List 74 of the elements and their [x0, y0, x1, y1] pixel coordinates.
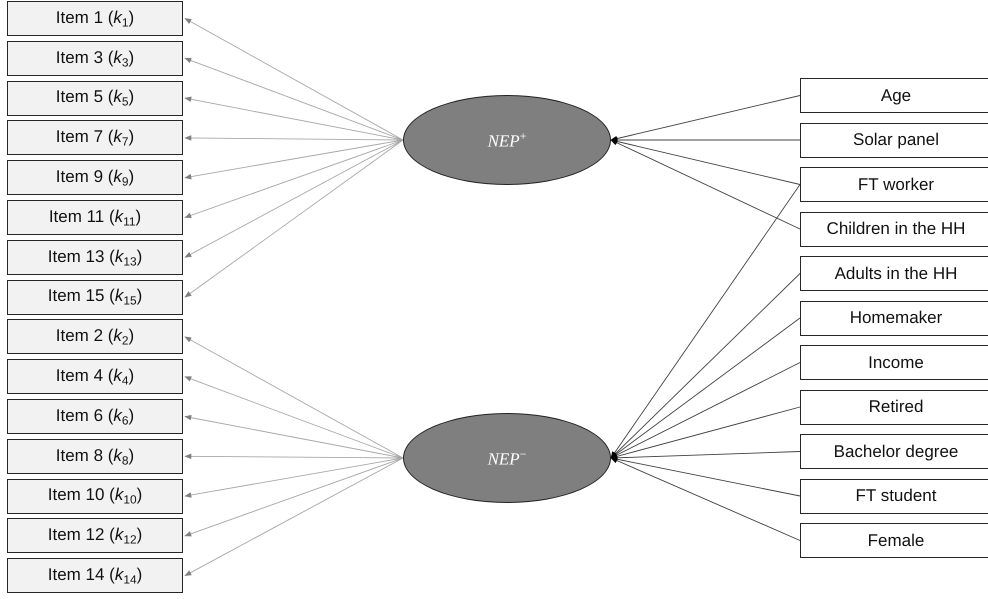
item-label: Retired	[868, 397, 924, 417]
variable-box	[7, 280, 183, 315]
item-label: Item 12 (k$_{12}$)	[48, 525, 142, 547]
item-label: Item 1 (k$_{1}$)	[56, 8, 134, 30]
arrow	[184, 458, 404, 536]
arrow	[184, 18, 404, 140]
item-label: Item 6 (k$_{6}$)	[56, 406, 134, 428]
arrow	[610, 95, 800, 142]
item-label: Item 3 (k$_{3}$)	[56, 48, 134, 70]
variable-box	[800, 78, 988, 113]
item-label: Age	[880, 86, 912, 106]
variable-box	[800, 167, 988, 202]
arrow	[184, 458, 404, 498]
arrow	[184, 140, 404, 218]
item-label: FT student	[856, 486, 936, 506]
item-label: Item 7 (k$_{7}$)	[56, 127, 134, 149]
arrow	[610, 137, 800, 143]
arrow	[184, 140, 404, 298]
variable-box	[7, 160, 183, 196]
item-label: Income	[868, 352, 924, 372]
arrow	[184, 414, 404, 458]
item-label: Item 5 (k$_{5}$)	[56, 87, 134, 109]
variable-box	[800, 212, 988, 246]
arrow	[184, 140, 404, 180]
item-label: Bachelor degree	[834, 442, 958, 462]
item-label: Children in the HH	[826, 219, 966, 239]
variable-box	[7, 40, 183, 76]
arrow	[610, 184, 800, 459]
variable-box	[7, 438, 183, 474]
item-label: Item 9 (k$_{9}$)	[56, 166, 134, 188]
variable-box	[800, 478, 988, 514]
variable-box	[7, 359, 183, 394]
item-label: Item 8 (k$_{8}$)	[56, 446, 134, 468]
arrow	[184, 140, 404, 258]
variable-box	[800, 122, 988, 158]
variable-box	[7, 240, 183, 275]
item-label: Item 4 (k$_{4}$)	[56, 366, 134, 388]
variable-box	[7, 478, 183, 514]
item-label: Item 10 (k$_{10}$)	[48, 485, 142, 507]
item-label: Item 13 (k$_{13}$)	[48, 246, 142, 268]
variable-box	[7, 518, 183, 554]
item-label: Adults in the HH	[834, 264, 958, 284]
factor-label: NEP$^{−}$	[488, 446, 526, 470]
variable-box	[7, 80, 183, 116]
variable-box	[800, 300, 988, 336]
variable-box	[7, 120, 183, 156]
variable-box	[7, 1, 183, 36]
variable-box	[800, 390, 988, 424]
item-label: Item 2 (k$_{2}$)	[56, 326, 134, 348]
variable-box	[7, 200, 183, 235]
variable-box	[7, 558, 183, 594]
item-label: Item 11 (k$_{11}$)	[48, 206, 142, 228]
arrow	[610, 140, 800, 230]
arrow	[610, 273, 800, 458]
item-label: FT worker	[858, 174, 934, 194]
variable-box	[7, 319, 183, 354]
variable-box	[800, 434, 988, 469]
variable-box	[800, 523, 988, 558]
item-label: Item 14 (k$_{14}$)	[48, 564, 142, 586]
variable-box	[7, 399, 183, 434]
variable-box	[800, 256, 988, 291]
factor-label: NEP$^{+}$	[488, 128, 526, 152]
arrow	[184, 336, 404, 458]
item-label: Solar panel	[852, 130, 939, 150]
arrow	[184, 458, 404, 576]
arrow	[184, 58, 404, 140]
arrow	[610, 458, 800, 541]
item-label: Homemaker	[850, 308, 942, 328]
item-label: Female	[868, 530, 924, 550]
variable-box	[800, 345, 988, 380]
arrow	[610, 138, 800, 185]
arrow	[184, 96, 404, 140]
item-label: Item 15 (k$_{15}$)	[48, 286, 142, 308]
arrow	[184, 376, 404, 458]
